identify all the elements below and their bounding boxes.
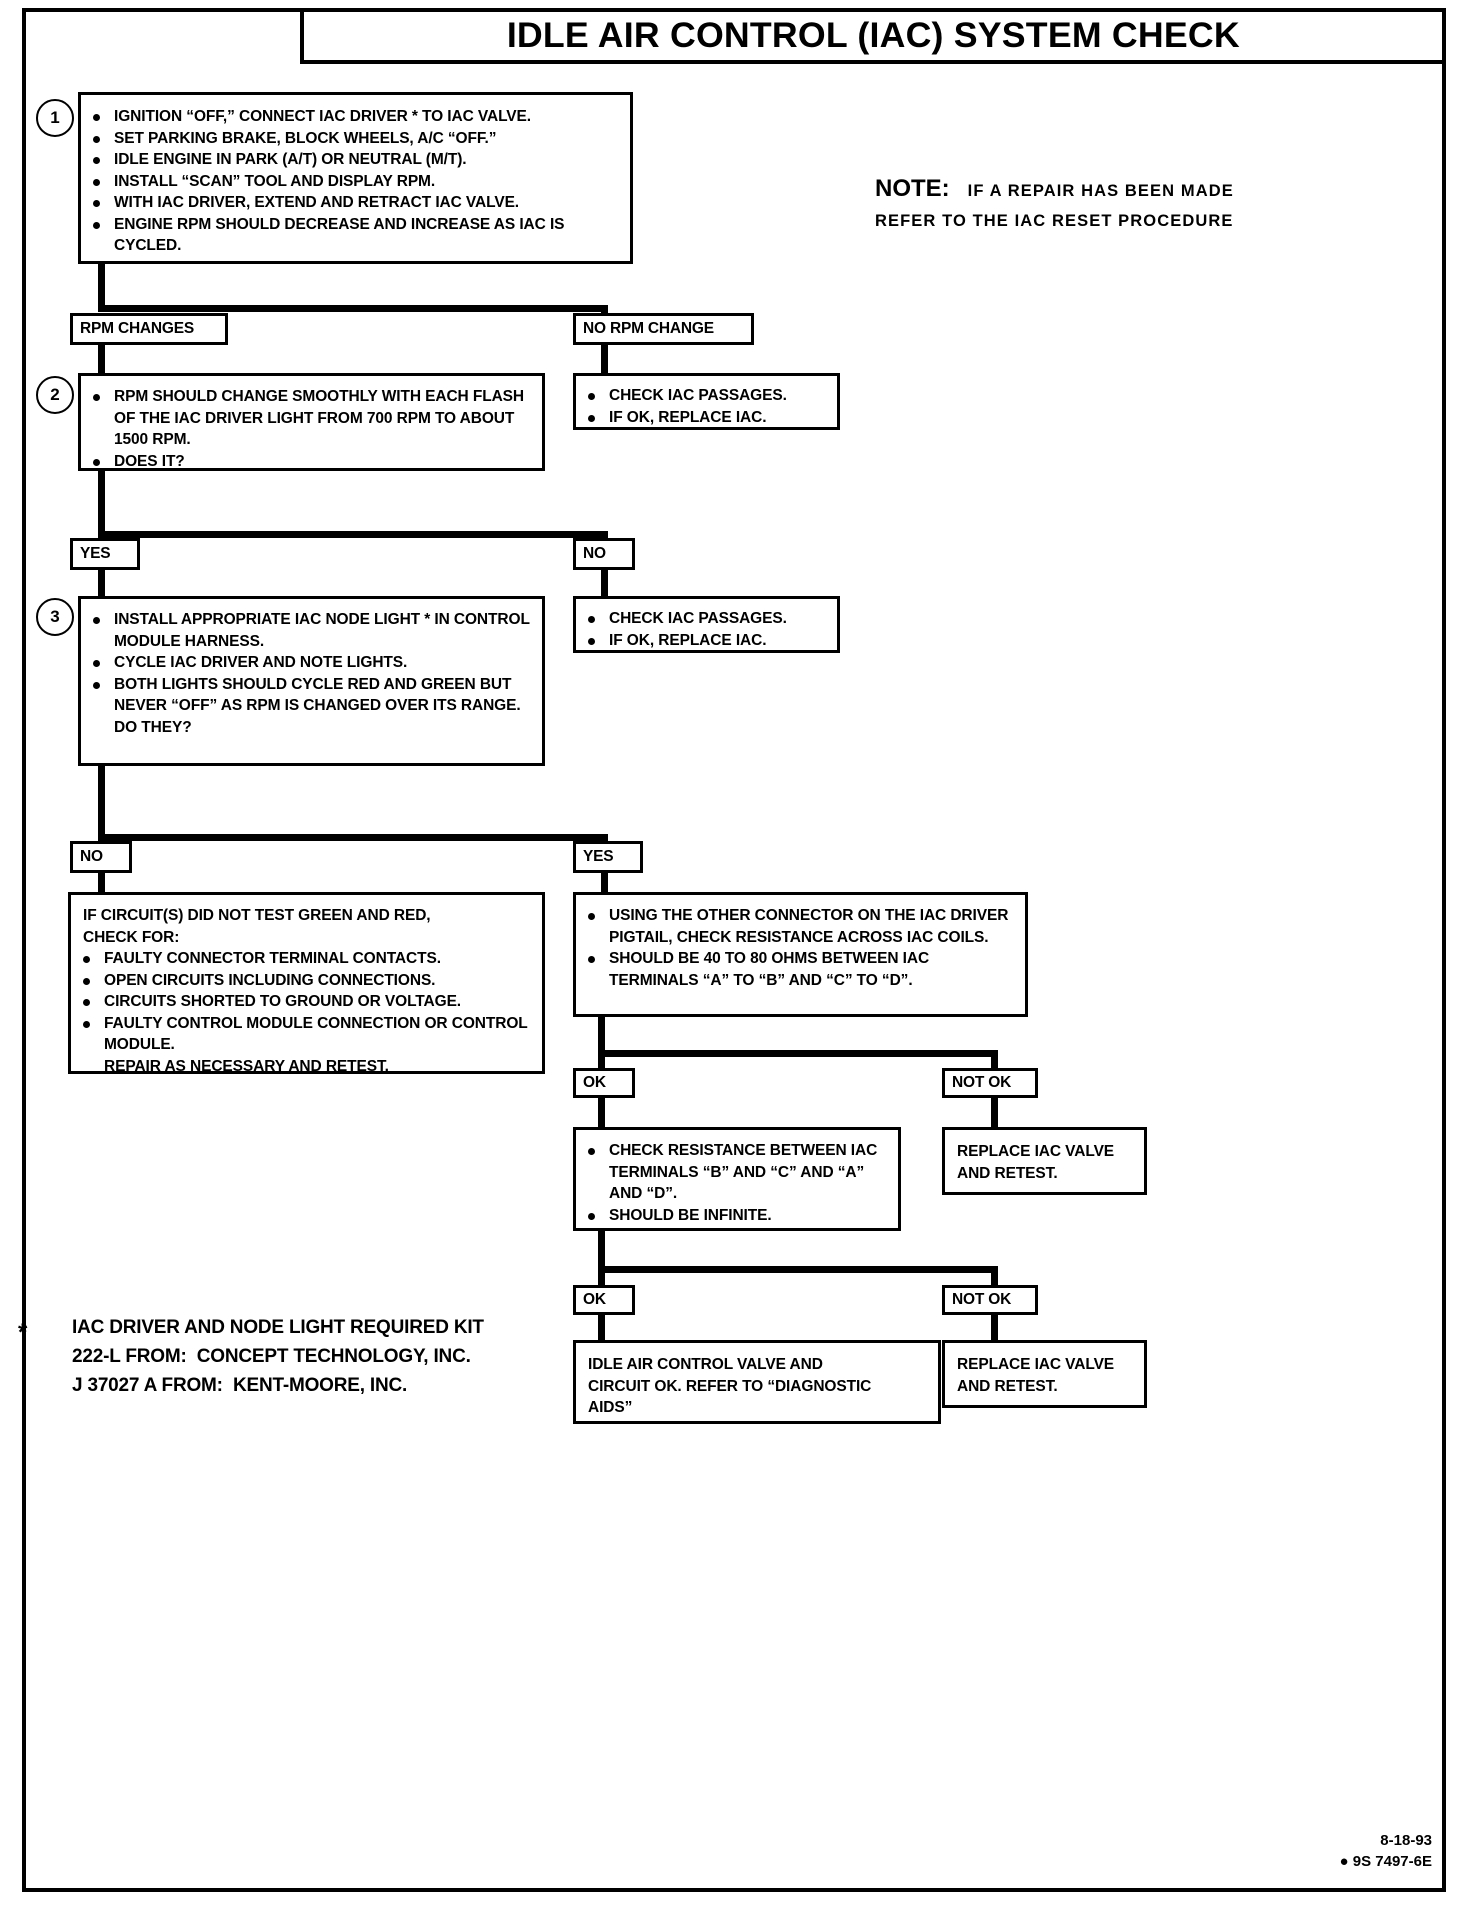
connector-line bbox=[601, 345, 608, 375]
result-item: IF OK, REPLACE IAC. bbox=[576, 630, 833, 652]
footnote-line-2: 222-L FROM: CONCEPT TECHNOLOGY, INC. bbox=[72, 1346, 471, 1367]
connector-line bbox=[98, 766, 105, 844]
branch-label-rpm-changes: RPM CHANGES bbox=[70, 313, 228, 345]
replace-iac-valve-box-2: REPLACE IAC VALVE AND RETEST. bbox=[942, 1340, 1147, 1408]
step-2-item: DOES IT? bbox=[81, 451, 538, 473]
connector-line bbox=[98, 531, 608, 538]
circuit-lead-1: IF CIRCUIT(S) DID NOT TEST GREEN AND RED… bbox=[83, 907, 431, 924]
step-1-item: IDLE ENGINE IN PARK (A/T) OR NEUTRAL (M/… bbox=[81, 149, 624, 171]
connector-line bbox=[98, 305, 608, 312]
step-2-box: RPM SHOULD CHANGE SMOOTHLY WITH EACH FLA… bbox=[78, 373, 545, 471]
step-1-item: WITH IAC DRIVER, EXTEND AND RETRACT IAC … bbox=[81, 192, 624, 214]
connector-line bbox=[598, 1231, 605, 1293]
step-3-item: INSTALL APPROPRIATE IAC NODE LIGHT * IN … bbox=[81, 609, 538, 652]
replace-line-2: AND RETEST. bbox=[957, 1164, 1058, 1182]
replace-line-1: REPLACE IAC VALVE bbox=[957, 1143, 1115, 1160]
branch-label-not-ok: NOT OK bbox=[942, 1068, 1038, 1098]
connector-line bbox=[991, 1098, 998, 1130]
connector-line bbox=[98, 570, 105, 598]
no-result-box-2: CHECK IAC PASSAGES. IF OK, REPLACE IAC. bbox=[573, 596, 840, 653]
replace-2-line-1: REPLACE IAC VALVE bbox=[957, 1356, 1115, 1373]
connector-line bbox=[601, 834, 608, 844]
infinite-item: SHOULD BE INFINITE. bbox=[576, 1205, 894, 1227]
note-block: NOTE: IF A REPAIR HAS BEEN MADE REFER TO … bbox=[875, 175, 1395, 231]
connector-line bbox=[601, 570, 608, 598]
step-3-box: INSTALL APPROPRIATE IAC NODE LIGHT * IN … bbox=[78, 596, 545, 766]
circuit-trailing: REPAIR AS NECESSARY AND RETEST. bbox=[104, 1057, 389, 1075]
note-heading: NOTE: bbox=[875, 175, 950, 202]
note-line-2: REFER TO THE IAC RESET PROCEDURE bbox=[875, 212, 1234, 230]
result-item: IF OK, REPLACE IAC. bbox=[576, 407, 833, 429]
step-1-item: INSTALL “SCAN” TOOL AND DISPLAY RPM. bbox=[81, 171, 624, 193]
page-title: IDLE AIR CONTROL (IAC) SYSTEM CHECK bbox=[300, 8, 1446, 64]
step-number-2: 2 bbox=[36, 376, 74, 414]
circuit-item: FAULTY CONNECTOR TERMINAL CONTACTS. bbox=[71, 948, 538, 970]
connector-line bbox=[98, 834, 608, 841]
step-3-question: DO THEY? bbox=[114, 718, 192, 736]
step-3-item: BOTH LIGHTS SHOULD CYCLE RED AND GREEN B… bbox=[81, 674, 538, 717]
resistance-check-box: USING THE OTHER CONNECTOR ON THE IAC DRI… bbox=[573, 892, 1028, 1017]
replace-2-line-2: AND RETEST. bbox=[957, 1377, 1058, 1395]
connector-line bbox=[601, 531, 608, 541]
step-1-box: IGNITION “OFF,” CONNECT IAC DRIVER * TO … bbox=[78, 92, 633, 264]
footnote-line-3: J 37027 A FROM: KENT-MOORE, INC. bbox=[72, 1375, 408, 1396]
infinite-resistance-box: CHECK RESISTANCE BETWEEN IAC TERMINALS “… bbox=[573, 1127, 901, 1231]
step-number-1: 1 bbox=[36, 99, 74, 137]
final-ok-line-2: CIRCUIT OK. REFER TO “DIAGNOSTIC bbox=[588, 1377, 872, 1395]
circuit-item: OPEN CIRCUITS INCLUDING CONNECTIONS. bbox=[71, 970, 538, 992]
branch-label-yes-2: YES bbox=[573, 841, 643, 873]
branch-label-yes: YES bbox=[70, 538, 140, 570]
final-ok-line-3: AIDS” bbox=[588, 1399, 633, 1416]
branch-label-ok-2: OK bbox=[573, 1285, 635, 1315]
step-1-item: ENGINE RPM SHOULD DECREASE AND INCREASE … bbox=[81, 214, 624, 257]
step-1-item: SET PARKING BRAKE, BLOCK WHEELS, A/C “OF… bbox=[81, 128, 624, 150]
final-ok-line-1: IDLE AIR CONTROL VALVE AND bbox=[588, 1356, 823, 1373]
circuit-item: CIRCUITS SHORTED TO GROUND OR VOLTAGE. bbox=[71, 991, 538, 1013]
connector-line bbox=[98, 873, 105, 895]
connector-line bbox=[598, 1266, 998, 1273]
branch-label-no: NO bbox=[573, 538, 635, 570]
note-line-1: IF A REPAIR HAS BEEN MADE bbox=[967, 182, 1234, 200]
document-id-block: 8-18-93 ● 9S 7497-6E bbox=[1340, 1830, 1432, 1872]
branch-label-no-rpm-change: NO RPM CHANGE bbox=[573, 313, 754, 345]
circuit-item: FAULTY CONTROL MODULE CONNECTION OR CONT… bbox=[71, 1013, 538, 1056]
connector-line bbox=[98, 264, 105, 312]
connector-line bbox=[598, 1050, 998, 1057]
result-item: CHECK IAC PASSAGES. bbox=[576, 608, 833, 630]
step-1-item: IGNITION “OFF,” CONNECT IAC DRIVER * TO … bbox=[81, 106, 624, 128]
document-date: 8-18-93 bbox=[1380, 1832, 1432, 1849]
connector-line bbox=[991, 1315, 998, 1343]
footnote-line-1: IAC DRIVER AND NODE LIGHT REQUIRED KIT bbox=[72, 1317, 484, 1338]
no-rpm-change-result-box: CHECK IAC PASSAGES. IF OK, REPLACE IAC. bbox=[573, 373, 840, 430]
infinite-item: CHECK RESISTANCE BETWEEN IAC TERMINALS “… bbox=[576, 1140, 894, 1205]
footnote-block: * IAC DRIVER AND NODE LIGHT REQUIRED KIT… bbox=[18, 1313, 558, 1400]
asterisk-icon: * bbox=[18, 1319, 28, 1346]
page-title-text: IDLE AIR CONTROL (IAC) SYSTEM CHECK bbox=[506, 16, 1240, 55]
connector-line bbox=[601, 305, 608, 315]
connector-line bbox=[991, 1266, 998, 1288]
circuit-lead-2: CHECK FOR: bbox=[83, 928, 180, 946]
connector-line bbox=[598, 1315, 605, 1343]
branch-label-no-2: NO bbox=[70, 841, 132, 873]
step-number-3: 3 bbox=[36, 598, 74, 636]
step-3-item: CYCLE IAC DRIVER AND NOTE LIGHTS. bbox=[81, 652, 538, 674]
branch-label-ok: OK bbox=[573, 1068, 635, 1098]
connector-line bbox=[98, 345, 105, 375]
document-code: ● 9S 7497-6E bbox=[1339, 1853, 1432, 1870]
step-2-item: RPM SHOULD CHANGE SMOOTHLY WITH EACH FLA… bbox=[81, 386, 538, 451]
circuit-check-box: IF CIRCUIT(S) DID NOT TEST GREEN AND RED… bbox=[68, 892, 545, 1075]
final-ok-box: IDLE AIR CONTROL VALVE AND CIRCUIT OK. R… bbox=[573, 1340, 941, 1424]
resistance-item: SHOULD BE 40 TO 80 OHMS BETWEEN IAC TERM… bbox=[576, 948, 1021, 991]
branch-label-not-ok-2: NOT OK bbox=[942, 1285, 1038, 1315]
result-item: CHECK IAC PASSAGES. bbox=[576, 385, 833, 407]
connector-line bbox=[98, 471, 105, 541]
connector-line bbox=[598, 1098, 605, 1130]
connector-line bbox=[598, 1017, 605, 1077]
connector-line bbox=[601, 873, 608, 895]
resistance-item: USING THE OTHER CONNECTOR ON THE IAC DRI… bbox=[576, 905, 1021, 948]
replace-iac-valve-box-1: REPLACE IAC VALVE AND RETEST. bbox=[942, 1127, 1147, 1195]
connector-line bbox=[991, 1050, 998, 1072]
